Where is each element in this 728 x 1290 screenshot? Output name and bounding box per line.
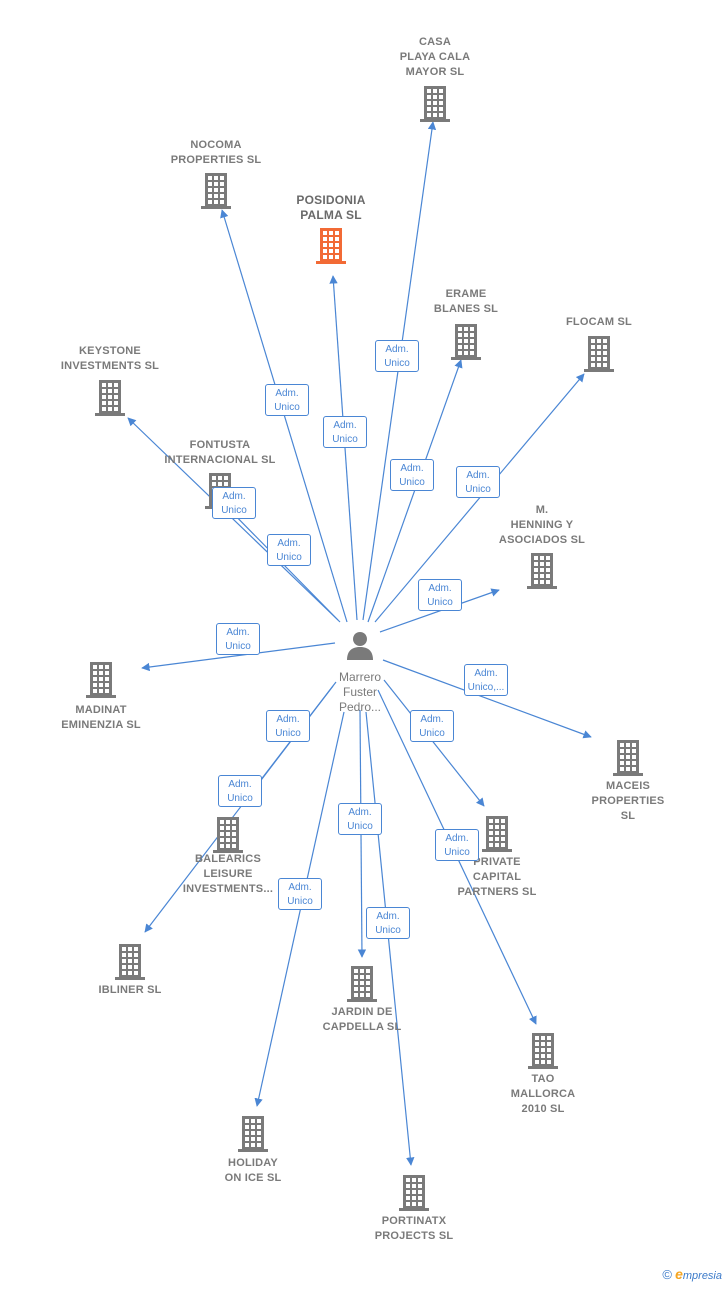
brand-initial: e	[675, 1266, 683, 1282]
company-node-portinatx-label[interactable]: PORTINATX PROJECTS SL	[344, 1214, 484, 1244]
company-node-nocoma-icon[interactable]	[146, 173, 286, 209]
company-name: FLOCAM SL	[566, 316, 632, 328]
edge-label-henning[interactable]: Adm. Unico	[418, 579, 462, 611]
company-node-maceis-label[interactable]: MACEIS PROPERTIES SL	[558, 779, 698, 824]
company-node-balearics-icon[interactable]	[158, 817, 298, 853]
company-node-nocoma-label[interactable]: NOCOMA PROPERTIES SL	[146, 138, 286, 168]
company-node-keystone-label[interactable]: KEYSTONE INVESTMENTS SL	[40, 344, 180, 374]
company-node-flocam-icon[interactable]	[529, 336, 669, 372]
building-icon	[584, 336, 614, 372]
edge-label-posidonia[interactable]: Adm. Unico	[323, 416, 367, 448]
company-name: HOLIDAY ON ICE SL	[224, 1157, 282, 1184]
edge-label-maceis[interactable]: Adm. Unico,...	[464, 664, 508, 696]
company-name: BALEARICS LEISURE INVESTMENTS...	[182, 853, 274, 895]
edge-erame	[367, 359, 463, 623]
company-name: ERAME BLANES SL	[433, 288, 499, 315]
building-icon	[115, 944, 145, 980]
company-node-henning-icon[interactable]	[472, 553, 612, 589]
edge-posidonia	[329, 275, 358, 621]
edge-flocam	[374, 373, 585, 623]
edge-private	[383, 679, 485, 807]
building-icon	[95, 380, 125, 416]
center-person[interactable]	[340, 630, 380, 665]
footer-brand: © empresia	[662, 1266, 722, 1282]
company-node-jardin-icon[interactable]	[292, 966, 432, 1002]
company-node-holiday-icon[interactable]	[183, 1116, 323, 1152]
center-person-label[interactable]: Marrero Fuster Pedro...	[338, 670, 382, 714]
company-node-portinatx-icon[interactable]	[344, 1175, 484, 1211]
company-name: NOCOMA PROPERTIES SL	[170, 139, 262, 166]
company-node-holiday-label[interactable]: HOLIDAY ON ICE SL	[183, 1156, 323, 1186]
company-node-flocam-label[interactable]: FLOCAM SL	[529, 315, 669, 330]
edge-label-erame[interactable]: Adm. Unico	[390, 459, 434, 491]
edge-label-madinat[interactable]: Adm. Unico	[216, 623, 260, 655]
company-name: KEYSTONE INVESTMENTS SL	[60, 345, 160, 372]
building-icon	[201, 173, 231, 209]
company-node-jardin-label[interactable]: JARDIN DE CAPDELLA SL	[292, 1005, 432, 1035]
edge-madinat	[141, 642, 336, 672]
building-icon	[451, 324, 481, 360]
company-name: PRIVATE CAPITAL PARTNERS SL	[457, 856, 537, 898]
building-icon	[86, 662, 116, 698]
company-node-private-label[interactable]: PRIVATE CAPITAL PARTNERS SL	[427, 855, 567, 900]
edge-label-casa-playa[interactable]: Adm. Unico	[375, 340, 419, 372]
company-node-erame-label[interactable]: ERAME BLANES SL	[396, 287, 536, 317]
company-node-erame-icon[interactable]	[396, 324, 536, 360]
edge-label-tao[interactable]: Adm. Unico	[435, 829, 479, 861]
company-node-madinat-label[interactable]: MADINAT EMINENZIA SL	[31, 703, 171, 733]
company-name: PORTINATX PROJECTS SL	[374, 1215, 454, 1242]
company-node-posidonia-label[interactable]: POSIDONIA PALMA SL	[261, 193, 401, 223]
building-icon	[399, 1175, 429, 1211]
company-node-posidonia-icon[interactable]	[261, 228, 401, 264]
edge-label-balearics[interactable]: Adm. Unico	[266, 710, 310, 742]
edge-label-jardin[interactable]: Adm. Unico	[338, 803, 382, 835]
company-node-henning-label[interactable]: M. HENNING Y ASOCIADOS SL	[472, 503, 612, 548]
edge-label-private[interactable]: Adm. Unico	[410, 710, 454, 742]
building-icon	[527, 553, 557, 589]
building-icon	[213, 817, 243, 853]
edge-label-nocoma[interactable]: Adm. Unico	[265, 384, 309, 416]
company-name: JARDIN DE CAPDELLA SL	[322, 1006, 402, 1033]
company-name: TAO MALLORCA 2010 SL	[510, 1073, 576, 1115]
company-name: CASA PLAYA CALA MAYOR SL	[399, 36, 471, 78]
company-node-balearics-label[interactable]: BALEARICS LEISURE INVESTMENTS...	[158, 852, 298, 897]
company-name: M. HENNING Y ASOCIADOS SL	[498, 504, 586, 546]
company-node-private-icon[interactable]	[427, 816, 567, 852]
copyright-symbol: ©	[662, 1267, 673, 1282]
building-icon	[238, 1116, 268, 1152]
edge-label-fontusta[interactable]: Adm. Unico	[267, 534, 311, 566]
company-node-tao-icon[interactable]	[473, 1033, 613, 1069]
edge-label-flocam[interactable]: Adm. Unico	[456, 466, 500, 498]
company-node-casa-playa-label[interactable]: CASA PLAYA CALA MAYOR SL	[365, 35, 505, 80]
company-name: IBLINER SL	[98, 984, 162, 996]
company-node-fontusta-label[interactable]: FONTUSTA INTERNACIONAL SL	[150, 438, 290, 468]
person-icon	[347, 632, 373, 660]
building-icon	[420, 86, 450, 122]
building-icon	[316, 228, 346, 264]
building-icon	[528, 1033, 558, 1069]
company-node-maceis-icon[interactable]	[558, 740, 698, 776]
company-name: POSIDONIA PALMA SL	[296, 193, 366, 222]
building-icon	[347, 966, 377, 1002]
company-name: MACEIS PROPERTIES SL	[591, 780, 665, 822]
company-node-casa-playa-icon[interactable]	[365, 86, 505, 122]
edge-label-ibliner[interactable]: Adm. Unico	[218, 775, 262, 807]
edge-henning	[379, 588, 500, 633]
company-name: MADINAT EMINENZIA SL	[61, 704, 141, 731]
edge-label-holiday[interactable]: Adm. Unico	[278, 878, 322, 910]
company-name: FONTUSTA INTERNACIONAL SL	[164, 439, 276, 466]
edge-maceis	[382, 659, 592, 739]
edge-keystone	[127, 417, 341, 623]
company-node-ibliner-label[interactable]: IBLINER SL	[60, 983, 200, 998]
building-icon	[613, 740, 643, 776]
company-node-keystone-icon[interactable]	[40, 380, 180, 416]
company-node-tao-label[interactable]: TAO MALLORCA 2010 SL	[473, 1072, 613, 1117]
edge-label-portinatx[interactable]: Adm. Unico	[366, 907, 410, 939]
edge-label-keystone[interactable]: Adm. Unico	[212, 487, 256, 519]
edge-nocoma	[220, 209, 348, 623]
company-node-ibliner-icon[interactable]	[60, 944, 200, 980]
building-icon	[482, 816, 512, 852]
company-node-madinat-icon[interactable]	[31, 662, 171, 698]
brand-name: mpresia	[682, 1270, 722, 1282]
